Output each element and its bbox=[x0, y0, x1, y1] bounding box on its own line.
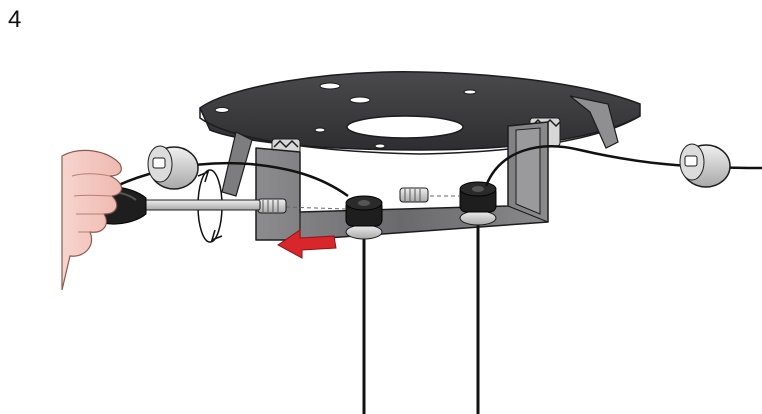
cable-stop-right-icon bbox=[679, 143, 731, 188]
set-screw-right-icon bbox=[399, 187, 429, 203]
direction-arrow-icon bbox=[277, 229, 337, 259]
guide-line-icon bbox=[285, 195, 460, 210]
step-number: 4 bbox=[8, 6, 22, 33]
set-screw-left-icon bbox=[257, 198, 287, 214]
hand-icon bbox=[61, 149, 123, 291]
cable-stop-left-icon bbox=[147, 145, 199, 190]
cable-clamp-right-icon bbox=[459, 181, 497, 226]
cable-clamp-left-icon bbox=[345, 195, 383, 240]
